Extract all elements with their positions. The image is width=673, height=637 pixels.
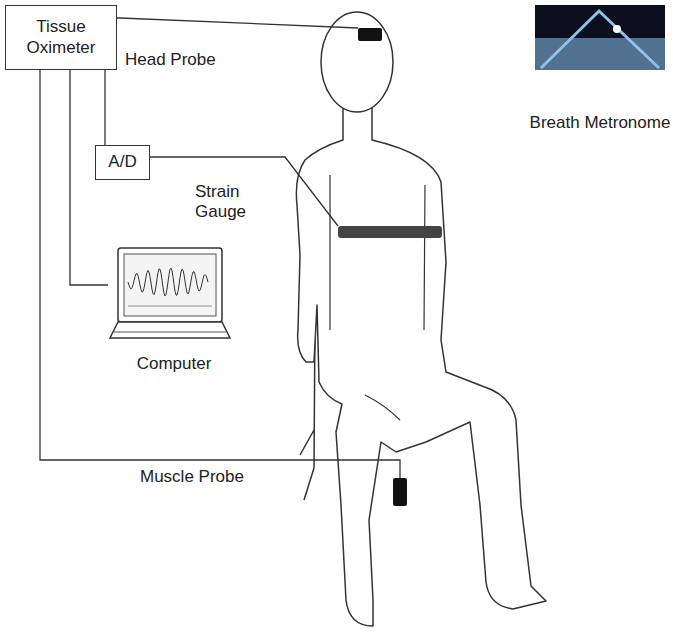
label-text: Breath Metronome — [525, 113, 673, 133]
label-text: A/D — [108, 152, 136, 172]
label-text: Muscle Probe — [140, 467, 290, 487]
label-text: Tissue Oximeter — [12, 17, 110, 58]
signal-wire — [40, 70, 400, 478]
instrument-box: Tissue Oximeter — [5, 5, 117, 70]
signal-trace — [128, 268, 208, 296]
computer-laptop: Computer — [108, 246, 232, 346]
body-outline — [296, 108, 546, 626]
laptop-keys — [114, 332, 226, 333]
laptop-base — [110, 322, 230, 338]
converter-box: A/D — [95, 145, 150, 180]
label-text: Head Probe — [125, 50, 245, 70]
metronome-ball — [613, 25, 621, 33]
label-text: Strain Gauge — [195, 182, 267, 223]
muscle-probe: Muscle Probe — [393, 478, 407, 506]
metronome-picture — [535, 5, 665, 70]
head-probe: Head Probe — [358, 28, 382, 41]
breath-metronome: Breath Metronome — [535, 5, 665, 70]
body-detail — [330, 175, 425, 420]
signal-wire — [117, 18, 358, 28]
label-text: Computer — [112, 354, 236, 374]
metronome-path — [541, 11, 659, 68]
strain-gauge-band: Strain Gauge — [338, 226, 442, 238]
signal-wire — [104, 70, 105, 145]
trace-axis — [128, 306, 212, 307]
laptop-display — [124, 254, 216, 316]
laptop-icon — [108, 246, 232, 346]
laptop-screen — [118, 248, 222, 322]
signal-wire — [150, 157, 338, 226]
